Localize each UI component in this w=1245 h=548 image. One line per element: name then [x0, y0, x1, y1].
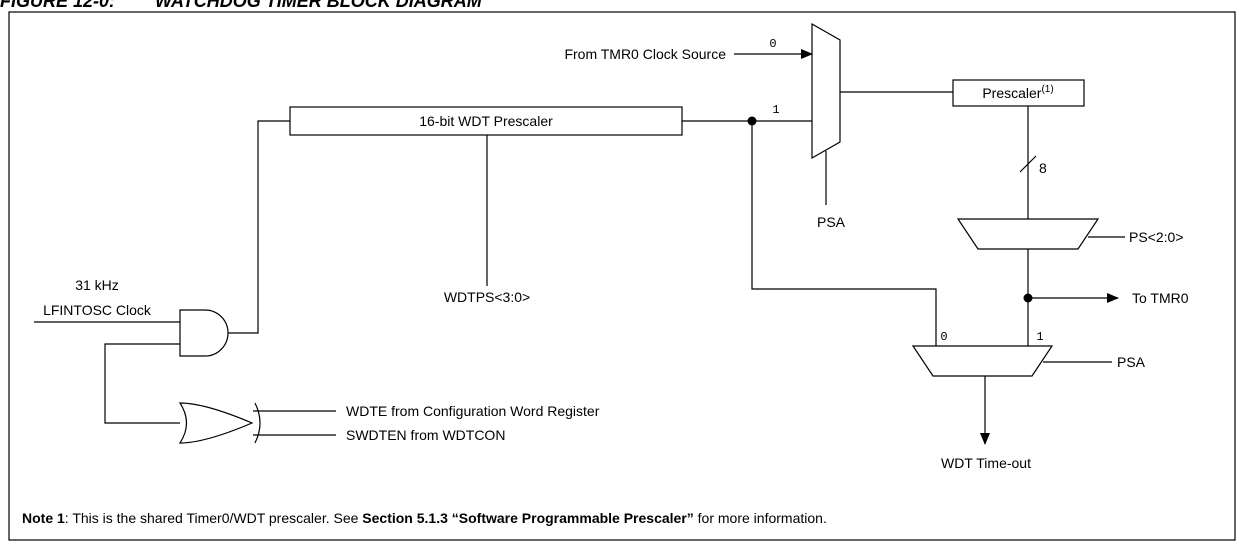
figure-number: FIGURE 12-0: — [0, 0, 116, 11]
junction-dot-tmr0 — [1023, 293, 1033, 303]
and-gate — [179, 309, 229, 357]
to-tmr0-label: To TMR0 — [1132, 290, 1189, 306]
mux-top-input-1: 1 — [772, 103, 779, 117]
wire-or-to-and — [104, 343, 180, 424]
tmr0-clock-source-label: From TMR0 Clock Source — [564, 46, 726, 62]
prescaler-block — [952, 79, 1085, 107]
note-text-1: : This is the shared Timer0/WDT prescale… — [64, 510, 363, 526]
psa-top-label: PSA — [817, 214, 846, 230]
psa-bottom-label: PSA — [1117, 354, 1146, 370]
prescaler-note-ref: (1) — [1041, 84, 1053, 95]
clock-frequency-label: 31 kHz — [75, 277, 119, 293]
wdtps-label: WDTPS<3:0> — [444, 289, 530, 305]
note-section-ref: Section 5.1.3 “Software Programmable Pre… — [362, 510, 694, 526]
figure-title-text: WATCHDOG TIMER BLOCK DIAGRAM — [155, 0, 482, 11]
bus-width-label: 8 — [1039, 160, 1047, 176]
mux-bottom-input-1: 1 — [1036, 330, 1043, 344]
psa-mux-top — [811, 22, 841, 160]
clock-name-label: LFINTOSC Clock — [43, 302, 152, 318]
bus-slash — [1019, 155, 1037, 173]
wdt-prescaler-label: 16-bit WDT Prescaler — [419, 113, 553, 129]
wire-and-to-prescaler — [228, 120, 290, 334]
swdten-label: SWDTEN from WDTCON — [346, 427, 505, 443]
mux-bottom-input-0: 0 — [940, 330, 947, 344]
prescaler-label: Prescaler(1) — [982, 84, 1053, 101]
prescaler-label-text: Prescaler — [982, 85, 1041, 101]
ps-label: PS<2:0> — [1129, 229, 1184, 245]
or-gate-input-arc — [254, 402, 261, 444]
wdte-label: WDTE from Configuration Word Register — [346, 403, 600, 419]
ps-selector — [956, 218, 1100, 250]
figure-note: Note 1: This is the shared Timer0/WDT pr… — [22, 510, 827, 526]
wdt-timeout-label: WDT Time-out — [941, 455, 1031, 471]
or-gate — [178, 402, 254, 444]
figure-title: FIGURE 12-0: WATCHDOG TIMER BLOCK DIAGRA… — [0, 0, 482, 12]
wire-junction-to-bottom-mux — [751, 121, 937, 346]
junction-dot-prescaler — [747, 116, 757, 126]
psa-mux-bottom — [911, 345, 1054, 377]
note-text-2: for more information. — [693, 510, 827, 526]
mux-top-input-0: 0 — [769, 37, 776, 51]
note-label: Note 1 — [22, 510, 65, 526]
figure-frame — [8, 11, 1236, 541]
